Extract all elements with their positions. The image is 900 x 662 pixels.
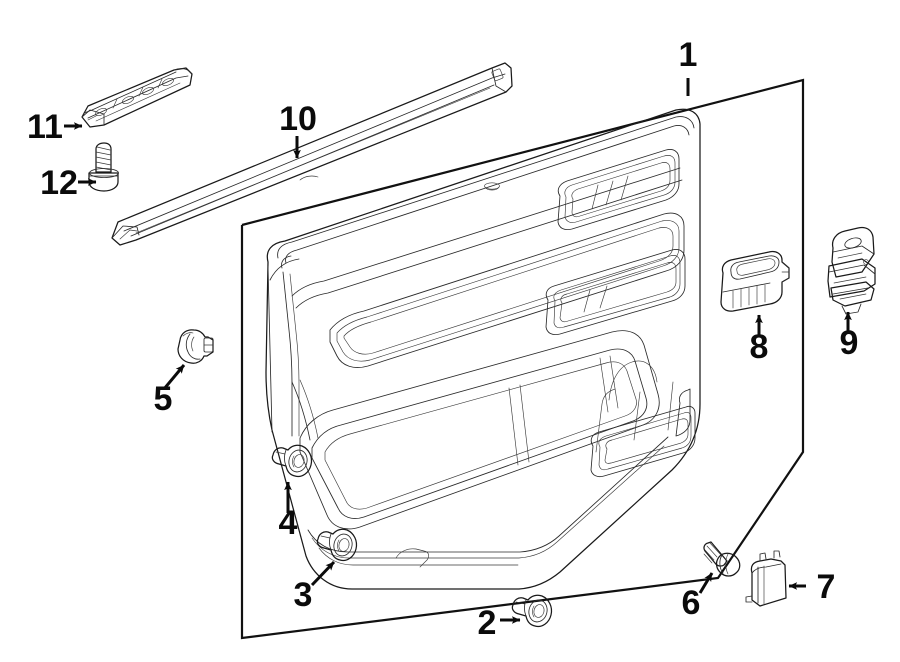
leader-5 [162, 364, 186, 390]
callout-label-1[interactable]: 1 [679, 36, 698, 74]
assembly-group-box [240, 78, 805, 640]
part-cover-cap [745, 550, 787, 607]
leader-3 [310, 560, 336, 587]
callout-label-7[interactable]: 7 [817, 568, 836, 606]
callout-label-8[interactable]: 8 [750, 328, 769, 366]
part-retainer-clip-2 [511, 594, 553, 628]
callout-label-9[interactable]: 9 [840, 324, 859, 362]
callout-leaders [64, 78, 852, 624]
callout-label-5[interactable]: 5 [154, 380, 173, 418]
callout-label-10[interactable]: 10 [279, 100, 317, 138]
part-retainer-clip-3 [316, 528, 358, 562]
callout-label-11[interactable]: 11 [27, 108, 63, 146]
callout-label-4[interactable]: 4 [279, 504, 298, 542]
callout-numbers: 1 2 3 4 5 6 7 8 9 10 11 12 [27, 36, 858, 642]
part-door-trim-panel [265, 108, 701, 590]
callout-label-6[interactable]: 6 [682, 584, 701, 622]
part-retainer-clip-5 [177, 329, 214, 364]
callout-label-2[interactable]: 2 [478, 604, 497, 642]
leader-6 [698, 572, 714, 594]
part-grab-handle-trim-strip [81, 67, 193, 128]
part-screw-lower [703, 541, 741, 577]
part-belt-weatherstrip-molding [111, 62, 513, 246]
part-retainer-clip-4 [271, 444, 313, 478]
part-switch-bezel-cap [720, 250, 790, 312]
callout-label-12[interactable]: 12 [40, 164, 78, 202]
part-window-lift-switch [827, 226, 876, 315]
callout-label-3[interactable]: 3 [294, 576, 313, 614]
